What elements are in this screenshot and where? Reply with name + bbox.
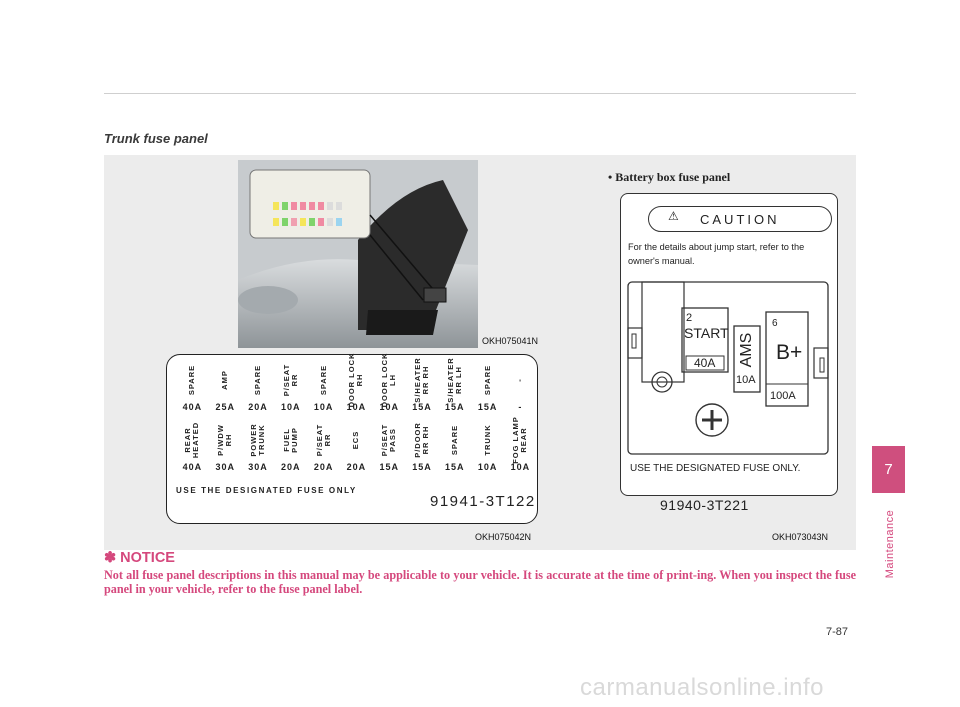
battery-code: OKH073043N (772, 532, 829, 542)
fuse-panel-footer: USE THE DESIGNATED FUSE ONLY (176, 486, 357, 495)
battery-description: For the details about jump start, refer … (628, 242, 805, 266)
fuse-amp: 40A (182, 402, 203, 412)
fuse-ams-name: AMS (738, 332, 755, 368)
fuse-ams: AMS (734, 330, 760, 370)
fuse-slot: - (504, 360, 537, 400)
fuse-slot: DOOR LOCK LH (373, 353, 406, 408)
photo-code: OKH075041N (482, 336, 539, 346)
fuse-slot: P/WDW RH (209, 420, 242, 460)
fuse-slot: DOOR LOCK RH (340, 353, 373, 408)
fuse-slot: POWER TRUNK (242, 420, 275, 460)
trunk-fuse-panel (166, 354, 538, 524)
fuse-amp: 40A (182, 462, 203, 472)
fuse-slot: P/SEAT RR (307, 420, 340, 460)
fuse-slot: SPARE (242, 360, 275, 400)
fuse-amp: 15A (445, 402, 465, 412)
fuse-slot: AMP (209, 360, 242, 400)
fuse-amp: 10A (510, 462, 531, 472)
fuse-amp: 20A (281, 462, 301, 472)
battery-title: • Battery box fuse panel (608, 170, 731, 184)
fuse-slot: S/HEATER RR RH (406, 357, 439, 402)
fuse-amp: 15A (477, 402, 498, 412)
fuse-amp: 20A (346, 462, 367, 472)
fuse-amp: 15A (412, 462, 432, 472)
fuse-slot: S/HEATER RR LH (438, 357, 471, 402)
fuse-amp: 10A (281, 402, 301, 412)
chapter-name: Maintenance (880, 504, 900, 584)
fuse-bplus-name: B+ (776, 341, 803, 364)
fuse-amp: 10A (379, 402, 399, 412)
fuse-bplus-amp: 100A (770, 390, 796, 402)
fuse-amp: 10A (477, 462, 498, 472)
fuse-panel-code: OKH075042N (475, 532, 532, 542)
fuse-slot: SPARE (176, 360, 209, 400)
fuse-ams-amp: 10A (736, 374, 756, 386)
caution-box (648, 206, 832, 232)
fuse-amp: 15A (379, 462, 399, 472)
fuse-amp: 10A (346, 402, 367, 412)
trunk-photo (238, 160, 478, 348)
battery-part-number: 91940-3T221 (660, 497, 749, 513)
fuse-panel-part-number: 91941-3T122 (430, 493, 536, 510)
caution-label: CAUTION (700, 212, 780, 227)
battery-fuse-diagram (627, 281, 829, 455)
fuse-slot: FOG LAMP REAR (504, 416, 537, 464)
fuse-amp: 15A (412, 402, 432, 412)
warning-icon: ⚠ (668, 209, 679, 223)
notice-title: ✽ NOTICE (104, 550, 175, 566)
fuse-amp: 30A (248, 462, 268, 472)
fuse-slot: SPARE (307, 360, 340, 400)
fuse-start-number: 2 (686, 312, 693, 324)
fuse-amp: 30A (215, 462, 235, 472)
fuse-slot: REAR HEATED (176, 420, 209, 460)
fuse-slot: SPARE (438, 420, 471, 460)
fuse-start-name: START (684, 325, 729, 341)
chapter-tab: 7 (872, 446, 905, 493)
page-number: 7-87 (826, 626, 849, 638)
fuse-start-amp: 40A (694, 356, 716, 370)
section-title: Trunk fuse panel (104, 131, 208, 146)
fuse-slot: P/DOOR RR RH (406, 420, 439, 460)
notice-body: Not all fuse panel descriptions in this … (104, 568, 856, 596)
fuse-slot: ECS (340, 420, 373, 460)
battery-footer: USE THE DESIGNATED FUSE ONLY. (630, 463, 801, 474)
fuse-amp: 20A (248, 402, 268, 412)
fuse-slot: FUEL PUMP (274, 420, 307, 460)
top-rule (104, 93, 856, 94)
fuse-amp: - (518, 402, 523, 412)
chapter-name-label: Maintenance (884, 509, 896, 579)
watermark: carmanualsonline.info (580, 674, 824, 701)
fuse-bplus-number: 6 (772, 318, 778, 329)
fuse-amp: 25A (215, 402, 235, 412)
fuse-slot: TRUNK (471, 420, 504, 460)
fuse-slot: P/SEAT RR (274, 360, 307, 400)
fuse-slot: P/SEAT PASS (373, 420, 406, 460)
fuse-amp: 15A (445, 462, 465, 472)
fuse-slot: SPARE (471, 360, 504, 400)
battery-fuse-panel (620, 193, 838, 496)
fuse-amp: 10A (313, 402, 334, 412)
fuse-amp: 20A (313, 462, 334, 472)
